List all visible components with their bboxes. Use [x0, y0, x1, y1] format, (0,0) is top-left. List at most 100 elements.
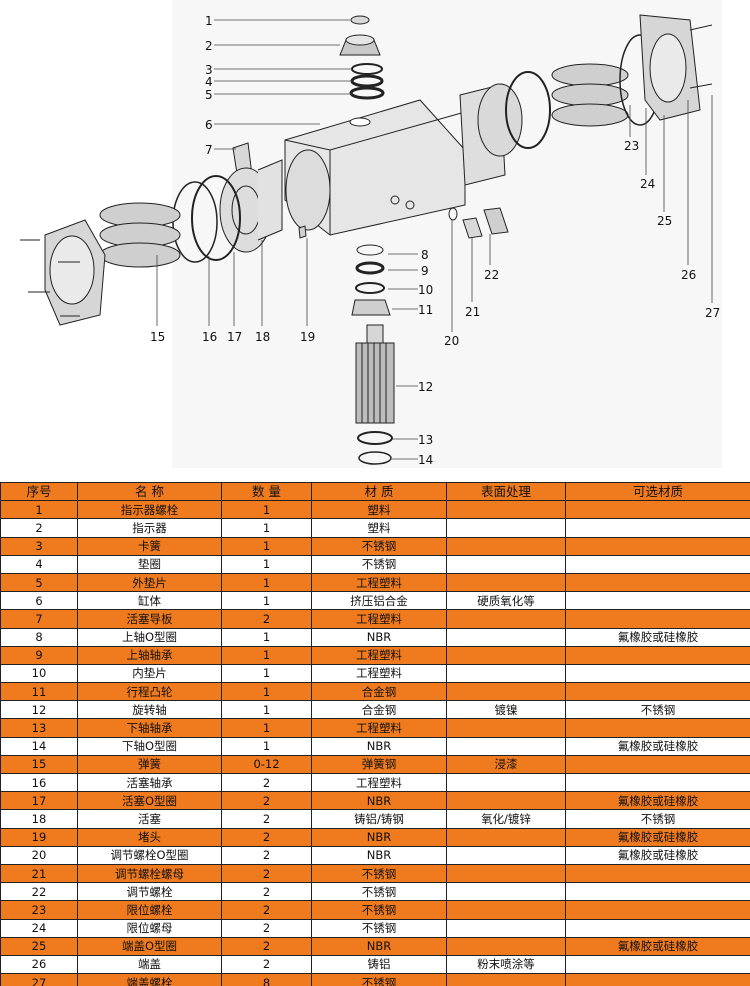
cell-optional: 氟橡胶或硅橡胶: [565, 736, 750, 756]
cell-material: NBR: [311, 627, 447, 647]
cell-qty: 2: [221, 954, 312, 975]
cell-material: 合金钢: [311, 700, 447, 720]
cell-no: 15: [0, 754, 78, 775]
cell-no: 17: [0, 791, 78, 811]
cell-name: 限位螺栓: [77, 900, 222, 920]
cell-name: 限位螺母: [77, 918, 222, 938]
cell-name: 缸体: [77, 591, 222, 611]
cell-optional: [565, 572, 750, 593]
cell-qty: 2: [221, 827, 312, 847]
cell-material: 不锈钢: [311, 554, 447, 574]
table-header-row: 序号 名 称 数 量 材 质 表面处理 可选材质: [0, 481, 750, 502]
adjusting-bolt-part: [483, 207, 509, 235]
cell-optional: [565, 645, 750, 665]
cell-no: 14: [0, 736, 78, 756]
cell-surface: [446, 536, 566, 556]
cell-no: 10: [0, 663, 78, 684]
cell-qty: 2: [221, 863, 312, 884]
lower-bearing-part: [357, 431, 393, 445]
cell-surface: [446, 845, 566, 865]
cell-name: 上轴轴承: [77, 645, 222, 665]
cell-no: 8: [0, 627, 78, 647]
cell-qty: 8: [221, 973, 312, 986]
cell-surface: 镀镍: [446, 700, 566, 720]
cell-name: 端盖O型圈: [77, 936, 222, 956]
callout-16: 16: [202, 330, 218, 344]
cell-surface: [446, 627, 566, 647]
cell-surface: [446, 572, 566, 593]
cell-surface: [446, 900, 566, 920]
cell-no: 18: [0, 809, 78, 829]
cell-surface: [446, 772, 566, 793]
left-springs-part: [99, 202, 181, 268]
cell-qty: 2: [221, 900, 312, 920]
cell-no: 20: [0, 845, 78, 865]
cell-qty: 2: [221, 936, 312, 956]
cell-qty: 2: [221, 845, 312, 865]
cell-optional: [565, 863, 750, 884]
cell-material: 挤压铝合金: [311, 591, 447, 611]
plug-part: [298, 225, 307, 239]
indicator-bolt-part: [350, 15, 370, 25]
cell-name: 下轴O型圈: [77, 736, 222, 756]
cell-qty: 1: [221, 700, 312, 720]
cell-material: 不锈钢: [311, 536, 447, 556]
outer-gasket-part: [349, 86, 385, 100]
cell-surface: [446, 918, 566, 938]
callout-22: 22: [484, 268, 500, 282]
cell-optional: [565, 973, 750, 986]
lower-o-ring-part: [358, 451, 392, 465]
cell-surface: 氧化/镀锌: [446, 809, 566, 829]
travel-cam-part: [351, 299, 391, 316]
cell-no: 4: [0, 554, 78, 574]
cell-qty: 2: [221, 882, 312, 902]
callout-6: 6: [205, 118, 213, 132]
cell-name: 活塞轴承: [77, 772, 222, 793]
cell-name: 端盖螺栓: [77, 973, 222, 986]
cell-surface: [446, 973, 566, 986]
callout-17: 17: [227, 330, 243, 344]
cell-surface: [446, 609, 566, 629]
cell-surface: [446, 882, 566, 902]
cell-name: 指示器: [77, 518, 222, 538]
cell-no: 11: [0, 682, 78, 702]
callout-8: 8: [421, 248, 429, 262]
callout-24: 24: [640, 177, 656, 191]
cell-qty: 1: [221, 518, 312, 538]
cell-material: 铸铝/铸钢: [311, 809, 447, 829]
cell-material: NBR: [311, 936, 447, 956]
cell-surface: [446, 827, 566, 847]
cell-qty: 0-12: [221, 754, 312, 775]
cell-qty: 2: [221, 772, 312, 793]
cell-no: 26: [0, 954, 78, 975]
cell-surface: [446, 718, 566, 738]
cell-no: 9: [0, 645, 78, 665]
cell-material: NBR: [311, 827, 447, 847]
cell-qty: 2: [221, 918, 312, 938]
callout-1: 1: [205, 14, 213, 28]
cell-optional: [565, 518, 750, 538]
cell-name: 内垫片: [77, 663, 222, 684]
cell-no: 21: [0, 863, 78, 884]
callout-4: 4: [205, 75, 213, 89]
callout-9: 9: [421, 264, 429, 278]
header-name: 名 称: [77, 481, 222, 502]
cell-name: 堵头: [77, 827, 222, 847]
cell-material: 不锈钢: [311, 900, 447, 920]
callout-15: 15: [150, 330, 166, 344]
cell-name: 端盖: [77, 954, 222, 975]
header-material: 材 质: [311, 481, 447, 502]
cell-optional: 氟橡胶或硅橡胶: [565, 845, 750, 865]
callout-10: 10: [418, 283, 434, 297]
callout-13: 13: [418, 433, 434, 447]
cell-material: 不锈钢: [311, 973, 447, 986]
cell-surface: [446, 791, 566, 811]
cell-optional: 不锈钢: [565, 700, 750, 720]
callout-3: 3: [205, 63, 213, 77]
cell-material: 塑料: [311, 500, 447, 520]
cell-optional: [565, 536, 750, 556]
